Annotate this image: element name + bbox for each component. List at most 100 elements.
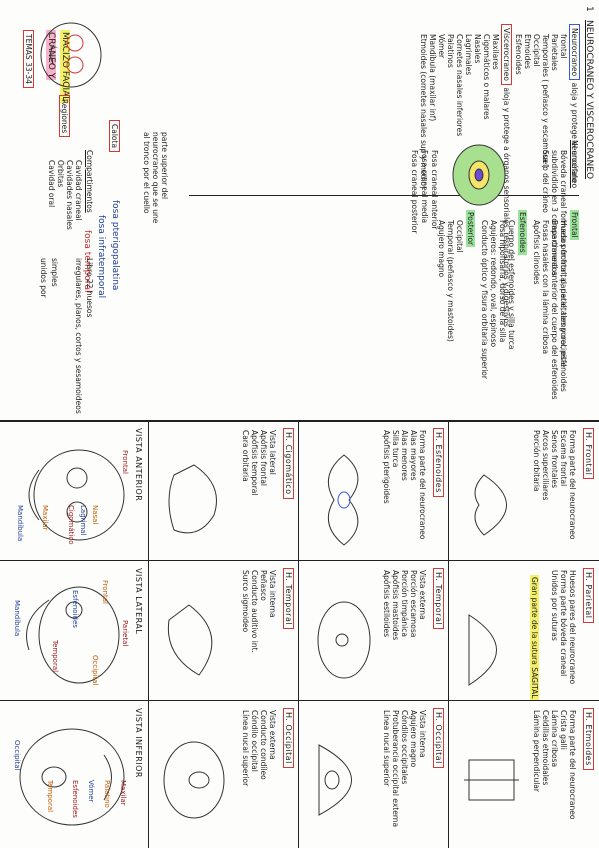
frontal-note: Fosas nasales con la lámina cribosa bbox=[541, 220, 550, 355]
main-heading: NEUROCRANEO Y VISCEROCRANEO bbox=[584, 20, 594, 180]
ethmoid-bone-sketch bbox=[464, 759, 519, 801]
posterior-note: Occipital bbox=[455, 220, 464, 253]
bottom-note: unidos por bbox=[39, 258, 48, 298]
compartments-heading: Compartimentos bbox=[85, 150, 94, 213]
panel-line: Apófisis temporal bbox=[250, 430, 259, 496]
regions-label: Regiones bbox=[59, 95, 70, 138]
panel-title: H. Parietal bbox=[583, 568, 594, 623]
neuro-bone: Occipital bbox=[532, 34, 541, 67]
panel-line: Alas menores bbox=[400, 430, 409, 481]
panel-line: Silla turca bbox=[391, 430, 400, 468]
grid-line-h2 bbox=[298, 420, 299, 848]
bottom-note: Libro 22 huesos bbox=[85, 258, 94, 318]
view-label: Palatino bbox=[103, 780, 111, 808]
panel-line: Unidos por suturas bbox=[550, 570, 559, 641]
temporal-internal-sketch bbox=[167, 604, 213, 676]
panel-line: Celdillas etmoidales bbox=[541, 710, 550, 786]
viscero-bone: Cornetes nasales inferiores bbox=[455, 34, 464, 137]
calota-heading: Calota bbox=[109, 120, 120, 153]
posterior-note: Agujero magno bbox=[437, 220, 446, 278]
compartment-item: Cavidad oral bbox=[47, 160, 56, 208]
bottom-note: simples bbox=[50, 258, 59, 287]
panel-title: H. Frontal bbox=[583, 428, 594, 480]
panel-line: Crista galli bbox=[559, 710, 568, 750]
panel-title: H. Occipital bbox=[283, 708, 294, 768]
skull-sketch bbox=[40, 22, 102, 88]
view-label: Maxilar bbox=[41, 505, 49, 531]
panel-line: Protuberancia occipital externa bbox=[391, 710, 400, 828]
neuro-bone: Etmoides bbox=[523, 34, 532, 69]
neuro-note: Suelo del cráneo bbox=[541, 150, 550, 213]
parietal-bone-sketch bbox=[468, 614, 497, 686]
panel-line: Porción orbitaria bbox=[532, 430, 541, 492]
frontal-bone-sketch bbox=[474, 474, 507, 536]
occipital-bone-sketch bbox=[318, 744, 352, 816]
panel-line: Surco sigmoideo bbox=[241, 570, 250, 633]
frontal-note: Base craneal anterior del cuerpo del esf… bbox=[550, 220, 559, 400]
topic-label: TEMAS 33-34 bbox=[23, 30, 34, 88]
view-label: Esfenoides bbox=[71, 780, 79, 818]
compartment-item: Cavidad craneal bbox=[74, 160, 83, 221]
view-label: Temporal bbox=[46, 780, 54, 813]
neuro-note: Fosa craneal media bbox=[420, 150, 429, 224]
viscero-bone: Nasales bbox=[473, 34, 482, 64]
view-title: VISTA LATERAL bbox=[134, 568, 143, 635]
calota-desc: parte superior del neurocraneo que se un… bbox=[142, 132, 169, 224]
panel-line: Arcos superciliares bbox=[541, 430, 550, 501]
panel-title: H. Temporal bbox=[283, 568, 294, 630]
fosa-pterigopalatina: fosa pterigopalatina bbox=[110, 200, 120, 291]
panel-title: H. Cigomático bbox=[283, 428, 294, 499]
esfenoides-note: Cuerpo del esfenoides y silla turca bbox=[507, 220, 516, 350]
view-title: VISTA ANTERIOR bbox=[134, 428, 143, 502]
panel-line: Lámina perpendicular bbox=[532, 710, 541, 792]
panel-line: Apófisis pterigoides bbox=[382, 430, 391, 504]
panel-title: H. Occipital bbox=[433, 708, 444, 768]
skull-lateral-sketch bbox=[26, 586, 120, 684]
frontal-note: Huesos frontal, parietal, temporal, esfe… bbox=[559, 220, 568, 392]
panel-line: Gran parte de la sutura SAGITAL bbox=[530, 575, 539, 701]
neuro-bone: Parietales bbox=[550, 34, 559, 71]
panel-line: Cóndilo occipital bbox=[250, 710, 259, 772]
panel-line: Vista lateral bbox=[268, 430, 277, 475]
esfenoides-note: Conducto óptico y fisura orbitaria super… bbox=[480, 220, 489, 379]
panel-title: H. Temporal bbox=[433, 568, 444, 630]
sphenoid-bone-sketch bbox=[327, 454, 359, 546]
viscero-bone: Cigomáticos o malares bbox=[482, 34, 491, 120]
grid-line-h1 bbox=[448, 420, 449, 848]
panel-line: Forma parte bóveda craneal bbox=[559, 570, 568, 677]
panel-line: Escama frontal bbox=[559, 430, 568, 487]
esfenoides-notes-heading: Esfenoides bbox=[518, 210, 527, 255]
view-label: Occipital bbox=[91, 655, 99, 686]
neuro-note: Fosa craneal anterior bbox=[430, 150, 439, 230]
panel-line: Forma parte del neurocraneo bbox=[568, 710, 577, 820]
panel-line: Apófisis estiloides bbox=[382, 570, 391, 638]
view-label: Occipital bbox=[13, 740, 21, 771]
view-label: Mandíbula bbox=[16, 505, 24, 542]
panel-line: Apófisis mastoides bbox=[391, 570, 400, 641]
view-label: Frontal bbox=[101, 580, 109, 604]
skull-anterior-sketch bbox=[28, 449, 125, 541]
panel-line: Vista interna bbox=[418, 710, 427, 758]
viscero-bone: Vómer bbox=[437, 34, 446, 59]
center-divider bbox=[0, 420, 599, 422]
panel-line: Cóndilos occipitales bbox=[400, 710, 409, 785]
compartment-item: Cavidades nasales bbox=[65, 160, 74, 230]
bottom-note: irregulares, planos, cortos y sesamoideo… bbox=[74, 258, 83, 414]
view-title: VISTA INFERIOR bbox=[134, 708, 143, 778]
panel-line: Apófisis frontal bbox=[259, 430, 268, 487]
grid-line-v2 bbox=[0, 700, 599, 701]
view-label: Maxilar bbox=[119, 780, 127, 806]
section-number: 1 bbox=[584, 6, 594, 12]
panel-line: Vista externa bbox=[268, 710, 277, 760]
view-label: Parietal bbox=[121, 620, 129, 647]
viscero-bone: Mandíbula (maxilar inf) bbox=[428, 34, 437, 122]
panel-title: H. Etmoides bbox=[583, 708, 594, 770]
fosa-infratemporal: fosa infratemporal bbox=[96, 215, 106, 299]
panel-line: Forma parte del neurocraneo bbox=[418, 430, 427, 540]
viscero-bone: Lagrimales bbox=[464, 34, 473, 76]
panel-line: Vista externa bbox=[418, 570, 427, 620]
frontal-notes-heading: Frontal bbox=[570, 210, 579, 240]
occipital-external-sketch bbox=[163, 741, 225, 819]
view-label: Temporal bbox=[51, 640, 59, 673]
compartment-item: Órbitas bbox=[56, 160, 65, 188]
